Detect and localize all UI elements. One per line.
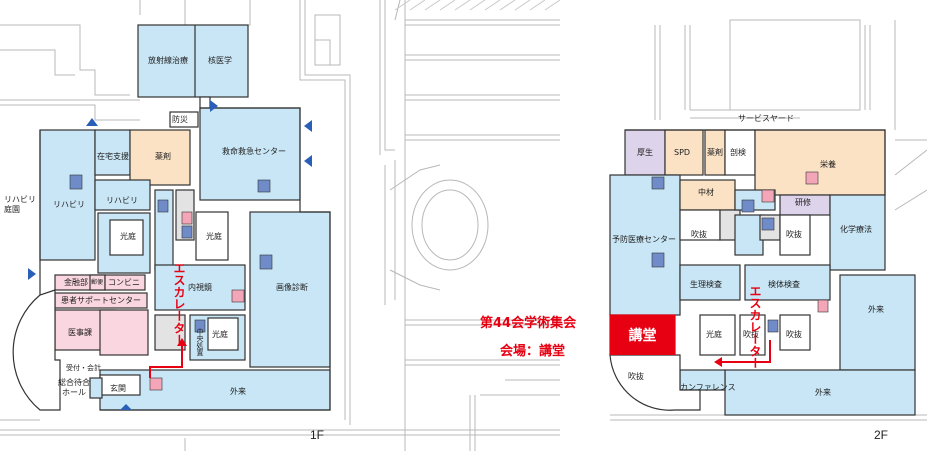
floor2-building xyxy=(609,129,916,416)
floor2-escalator-arrowhead xyxy=(714,357,722,367)
floor2-label: 2F xyxy=(874,428,889,442)
room-emergency: 救命救急センター xyxy=(222,147,286,156)
floor1-entrance-arrows xyxy=(28,100,312,410)
floor1-building xyxy=(12,24,331,411)
room-endoscopy: 内視鏡 xyxy=(188,283,212,292)
room-courtyard-1: 光庭 xyxy=(120,232,136,241)
room-reception: 受付・会計 xyxy=(66,364,101,372)
room-finance: 金融部 xyxy=(64,278,88,287)
room-atrium-3: 吹抜 xyxy=(743,330,759,339)
room-welfare: 厚生 xyxy=(637,148,653,157)
room-disaster: 防災 xyxy=(172,115,188,124)
room-entrance: 玄関 xyxy=(110,384,126,393)
room-atrium-2: 吹抜 xyxy=(786,230,802,239)
room-outpatient-bottom: 外来 xyxy=(815,388,831,397)
room-medical-affairs: 医事課 xyxy=(68,328,92,337)
room-waiting-hall: 総合待合 ホール xyxy=(58,378,90,397)
room-courtyard-2: 光庭 xyxy=(206,232,222,241)
room-nuclear: 核医学 xyxy=(208,56,232,65)
room-courtyard-3: 光庭 xyxy=(212,330,228,339)
floor2-facility-markers xyxy=(651,171,829,333)
room-convenience: コンビニ xyxy=(108,278,140,287)
room-atrium-lobby: 吹抜 xyxy=(628,372,644,381)
conference-venue: 会場：講堂 xyxy=(500,344,566,359)
room-inspection: 剖検 xyxy=(730,148,746,157)
room-physiology: 生理検査 xyxy=(690,280,722,289)
room-atm: 郵便 xyxy=(91,279,104,286)
floor1-escalator-arrowhead xyxy=(177,338,187,346)
room-nutrition: 栄養 xyxy=(820,160,836,169)
lecture-hall: 講堂 xyxy=(610,315,675,355)
room-courtyard-2f: 光庭 xyxy=(706,330,722,339)
room-pharmacy: 薬剤 xyxy=(155,152,171,161)
room-home-support: 在宅支援 xyxy=(97,152,129,161)
room-atrium-1: 吹抜 xyxy=(691,230,707,239)
floor2-escalator-label: エスカレーター xyxy=(748,285,762,369)
floor1-surroundings xyxy=(0,0,560,451)
room-rehab-small: リハビリ xyxy=(106,196,138,205)
floor1-escalator-label: エスカレーター xyxy=(172,262,186,346)
floor1-facility-markers xyxy=(69,174,273,391)
floor1-label: 1F xyxy=(310,428,325,442)
room-outpatient: 外来 xyxy=(230,387,246,396)
room-atrium-4: 吹抜 xyxy=(786,330,802,339)
room-patient-support: 患者サポートセンター xyxy=(61,296,141,305)
room-specimen: 検体検査 xyxy=(768,280,800,289)
room-spd: SPD xyxy=(674,148,691,157)
room-pharmacy-2f: 薬剤 xyxy=(707,148,723,157)
room-central-procedure: 中央処置 xyxy=(196,328,204,356)
floor1-tickmarks xyxy=(394,0,561,11)
conference-title: 第44会学術集会 xyxy=(480,316,577,331)
floor1-escalator-route xyxy=(149,344,183,378)
room-outpatient-right: 外来 xyxy=(868,305,884,314)
room-chemo: 化学療法 xyxy=(840,225,872,234)
room-service-yard: サービスヤード xyxy=(738,114,794,123)
room-materials: 中材 xyxy=(698,188,714,197)
room-radiation: 放射線治療 xyxy=(148,56,188,65)
room-training: 研修 xyxy=(795,198,811,207)
floor2-surroundings xyxy=(610,19,927,421)
room-rehab-garden: リハビリ 庭園 xyxy=(4,195,36,214)
room-imaging: 画像診断 xyxy=(276,283,308,292)
room-rehab: リハビリ xyxy=(53,200,85,209)
room-conference-room: カンファレンス xyxy=(680,383,736,392)
floor2-escalator-route xyxy=(720,340,771,363)
room-prevention-center: 予防医療センター xyxy=(612,235,676,244)
